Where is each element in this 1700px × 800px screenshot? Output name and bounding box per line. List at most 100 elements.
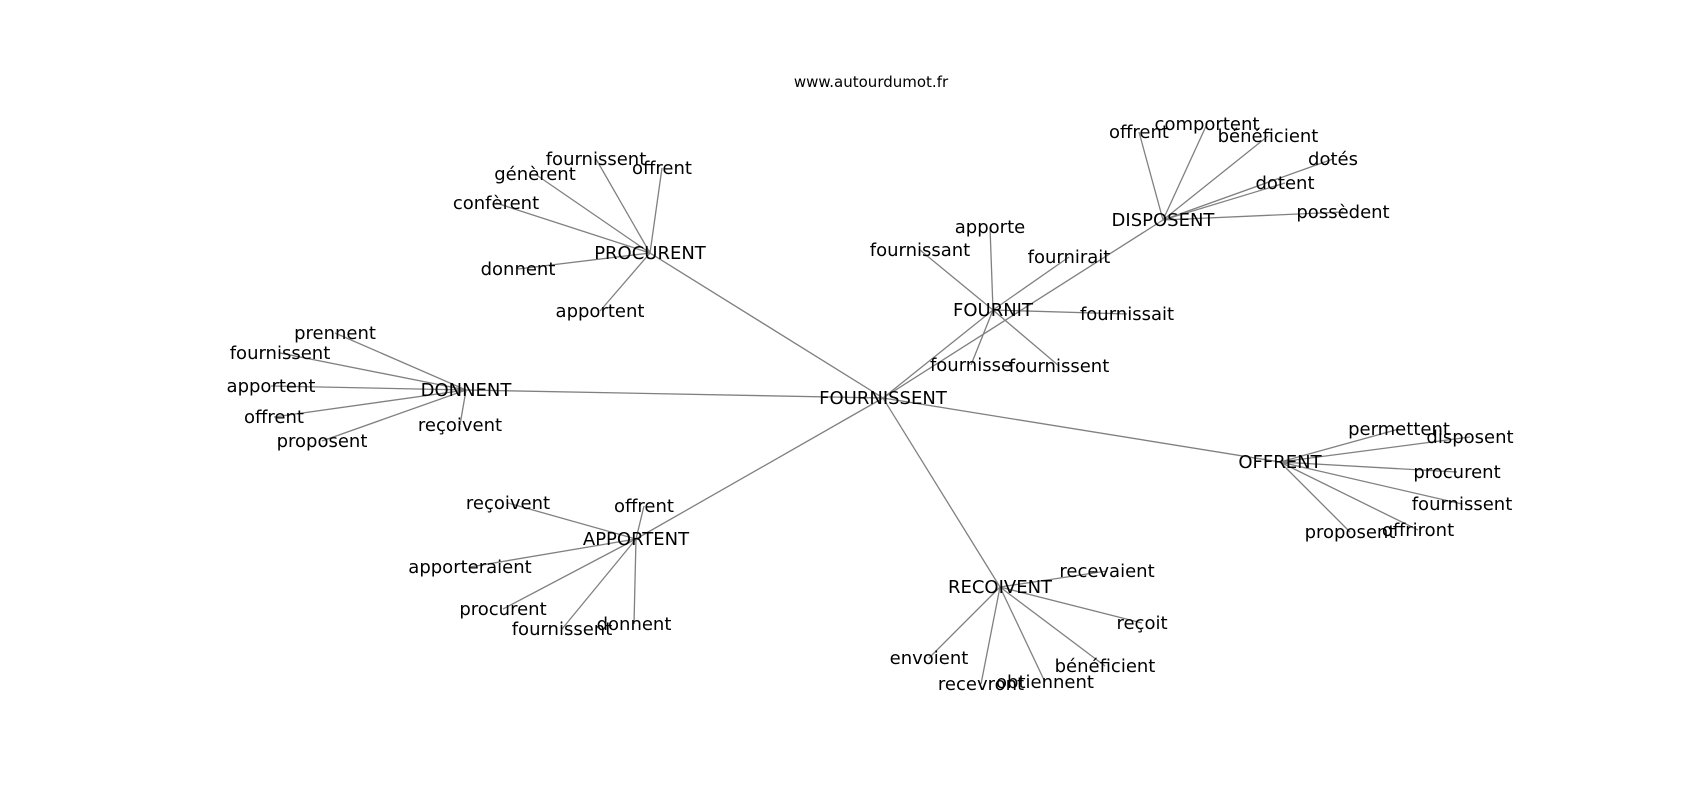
edge-center-recoivent xyxy=(882,397,1001,588)
hub-node-offrent[interactable]: OFFRENT xyxy=(1238,452,1322,473)
leaf-node-recoivent-obtiennent[interactable]: obtiennent xyxy=(996,672,1094,693)
leaf-node-apportent-recoivent[interactable]: reçoivent xyxy=(466,493,550,514)
leaf-node-donnent-proposent[interactable]: proposent xyxy=(277,431,368,452)
leaf-node-disposent-dotes[interactable]: dotés xyxy=(1308,149,1358,170)
edge-apportent-apporteraient xyxy=(469,538,637,568)
leaf-node-fournit-apporte[interactable]: apporte xyxy=(955,217,1025,238)
leaf-node-fournit-fournirait[interactable]: fournirait xyxy=(1028,247,1111,268)
edge-procurent-apportent xyxy=(599,252,651,312)
leaf-node-procurent-donnent[interactable]: donnent xyxy=(481,259,556,280)
edge-recoivent-recoit xyxy=(999,586,1143,624)
labels-layer: www.autourdumot.fr fournissentoffrentgén… xyxy=(227,73,1514,695)
leaf-node-fournit-fournisse[interactable]: fournisse xyxy=(930,355,1012,376)
edge-recoivent-envoient xyxy=(928,586,1001,659)
edge-center-apportent xyxy=(635,397,884,540)
leaf-node-procurent-fournissent[interactable]: fournissent xyxy=(546,149,647,170)
leaf-node-procurent-offrent[interactable]: offrent xyxy=(632,158,692,179)
leaf-node-procurent-conferent[interactable]: confèrent xyxy=(453,193,539,214)
hub-node-disposent[interactable]: DISPOSENT xyxy=(1112,210,1216,231)
edge-fournit-fournirait xyxy=(992,256,1070,311)
edge-disposent-dotes xyxy=(1162,158,1334,221)
leaf-node-donnent-recoivent[interactable]: reçoivent xyxy=(418,415,502,436)
edge-recoivent-recevaient xyxy=(999,570,1108,588)
leaf-node-apportent-procurent[interactable]: procurent xyxy=(459,599,546,620)
hub-node-apportent[interactable]: APPORTENT xyxy=(583,529,690,550)
leaf-node-disposent-beneficient[interactable]: bénéficient xyxy=(1218,126,1319,147)
leaf-node-apportent-fournissent[interactable]: fournissent xyxy=(512,619,613,640)
edge-center-fournit xyxy=(882,309,994,399)
edge-procurent-conferent xyxy=(495,202,651,254)
edge-offrent-procurent xyxy=(1279,461,1458,473)
leaf-node-offrent-permettent[interactable]: permettent xyxy=(1348,419,1450,440)
leaf-node-disposent-dotent[interactable]: dotent xyxy=(1255,173,1314,194)
leaf-node-recoivent-recevront[interactable]: recevront xyxy=(938,674,1024,695)
edge-fournit-fournissant xyxy=(919,249,994,311)
edge-donnent-proposent xyxy=(321,389,467,442)
edge-apportent-offrent xyxy=(635,505,645,540)
edge-procurent-generent xyxy=(534,173,651,254)
edge-procurent-donnent xyxy=(517,252,651,270)
edge-disposent-dotent xyxy=(1162,182,1286,221)
edge-disposent-offrent xyxy=(1138,131,1164,221)
edge-disposent-comportent xyxy=(1162,123,1208,221)
leaf-node-recoivent-recevaient[interactable]: recevaient xyxy=(1059,561,1154,582)
leaf-node-offrent-offriront[interactable]: offriront xyxy=(1382,520,1454,541)
leaf-node-fournit-fournissant[interactable]: fournissant xyxy=(870,240,971,261)
edge-offrent-permettent xyxy=(1279,428,1400,463)
edges-layer xyxy=(270,123,1471,685)
leaf-node-offrent-procurent[interactable]: procurent xyxy=(1413,462,1500,483)
leaf-node-offrent-disposent[interactable]: disposent xyxy=(1426,427,1513,448)
leaf-node-apportent-donnent[interactable]: donnent xyxy=(597,614,672,635)
leaf-node-fournit-fournissait[interactable]: fournissait xyxy=(1080,304,1174,325)
leaf-node-donnent-prennent[interactable]: prennent xyxy=(294,323,376,344)
leaf-node-disposent-possedent[interactable]: possèdent xyxy=(1296,202,1389,223)
edge-offrent-proposent xyxy=(1279,461,1351,533)
edge-apportent-donnent xyxy=(633,538,637,625)
leaf-node-fournit-fournissent[interactable]: fournissent xyxy=(1009,356,1110,377)
leaf-node-procurent-apportent[interactable]: apportent xyxy=(556,301,645,322)
center-node[interactable]: FOURNISSENT xyxy=(819,388,948,409)
hub-node-recoivent[interactable]: RECOIVENT xyxy=(948,577,1053,598)
leaf-node-apportent-offrent[interactable]: offrent xyxy=(614,496,674,517)
edge-disposent-beneficient xyxy=(1162,135,1269,221)
leaf-node-recoivent-recoit[interactable]: reçoit xyxy=(1116,613,1167,634)
leaf-node-procurent-generent[interactable]: génèrent xyxy=(494,164,576,185)
edge-offrent-disposent xyxy=(1279,436,1471,463)
edge-apportent-recoivent xyxy=(507,502,637,540)
edge-center-disposent xyxy=(882,219,1164,399)
edge-offrent-fournissent xyxy=(1279,461,1463,505)
leaf-node-recoivent-envoient[interactable]: envoient xyxy=(890,648,969,669)
edge-recoivent-recevront xyxy=(980,586,1001,685)
leaf-node-offrent-fournissent[interactable]: fournissent xyxy=(1412,494,1513,515)
hub-node-donnent[interactable]: DONNENT xyxy=(421,380,513,401)
hub-node-fournit[interactable]: FOURNIT xyxy=(953,300,1034,321)
leaf-node-donnent-apportent[interactable]: apportent xyxy=(227,376,316,397)
leaf-node-recoivent-beneficient[interactable]: bénéficient xyxy=(1055,656,1156,677)
edge-fournit-fournissait xyxy=(992,309,1128,315)
edge-apportent-procurent xyxy=(502,538,637,610)
edge-fournit-apporte xyxy=(989,226,994,311)
edge-procurent-fournissent xyxy=(595,158,651,254)
leaf-node-apportent-apporteraient[interactable]: apporteraient xyxy=(408,557,531,578)
edge-recoivent-obtiennent xyxy=(999,586,1046,683)
edge-apportent-fournissent xyxy=(561,538,637,630)
leaf-node-donnent-fournissent[interactable]: fournissent xyxy=(230,343,331,364)
edge-fournit-fournissent xyxy=(992,309,1060,367)
edge-disposent-possedent xyxy=(1162,211,1344,221)
leaf-node-donnent-offrent[interactable]: offrent xyxy=(244,407,304,428)
site-label: www.autourdumot.fr xyxy=(794,73,949,91)
edge-fournit-fournisse xyxy=(970,309,994,366)
edge-center-offrent xyxy=(882,397,1281,463)
leaf-node-disposent-offrent[interactable]: offrent xyxy=(1109,122,1169,143)
edge-center-procurent xyxy=(649,252,884,399)
leaf-node-offrent-proposent[interactable]: proposent xyxy=(1305,522,1396,543)
hub-node-procurent[interactable]: PROCURENT xyxy=(594,243,707,264)
leaf-node-disposent-comportent[interactable]: comportent xyxy=(1155,114,1260,135)
edge-donnent-recoivent xyxy=(459,389,467,426)
edge-procurent-offrent xyxy=(649,167,663,254)
edge-center-donnent xyxy=(465,389,884,399)
edge-donnent-apportent xyxy=(270,385,467,391)
edge-donnent-offrent xyxy=(273,389,467,418)
edge-recoivent-beneficient xyxy=(999,586,1106,667)
